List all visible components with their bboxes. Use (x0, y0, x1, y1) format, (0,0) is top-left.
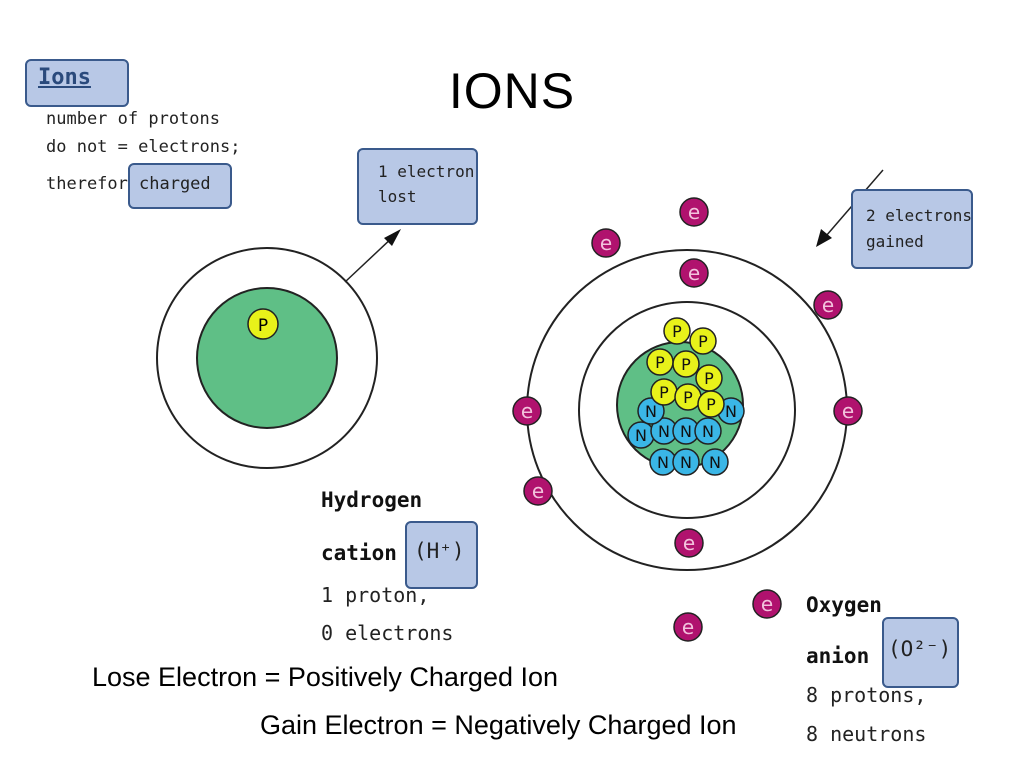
neutron (701, 448, 729, 476)
page-title: IONS (448, 63, 576, 119)
electron-label: e (682, 615, 694, 639)
neutron-label: N (680, 422, 692, 441)
electron (679, 197, 709, 227)
neutron-label: N (657, 453, 669, 472)
electron-lost-callout (357, 148, 478, 225)
proton-label: P (659, 383, 669, 402)
ions-definition-line2: do not = electrons; (46, 137, 241, 157)
proton-label: P (706, 395, 716, 414)
electron (523, 476, 553, 506)
hydrogen-protons: 1 proton, (321, 583, 430, 607)
electron-label: e (600, 231, 612, 255)
electron-label: e (521, 399, 533, 423)
electrons-gained-callout (851, 189, 973, 269)
caption-gain-electron: Gain Electron = Negatively Charged Ion (260, 710, 737, 740)
hydrogen-kind: cation (321, 541, 397, 565)
hydrogen-proton (247, 308, 279, 340)
oxygen-protons: 8 protons, (806, 683, 927, 707)
hydrogen-atom: P (156, 229, 401, 469)
caption-lose-electron: Lose Electron = Positively Charged Ion (92, 662, 559, 692)
electron (512, 396, 542, 426)
electron (674, 528, 704, 558)
electron-lost-arrowhead (384, 229, 401, 246)
hydrogen-proton-label: P (258, 316, 268, 336)
neutron-label: N (645, 402, 657, 421)
electron-label: e (688, 200, 700, 224)
electron-label: e (822, 293, 834, 317)
ions-heading-box (25, 59, 129, 107)
electrons-gained-line1: 2 electrons (866, 206, 972, 225)
electron-label: e (683, 531, 695, 555)
oxygen-symbol-box (882, 617, 959, 688)
oxygen-neutrons: 8 neutrons (806, 722, 927, 746)
proton (672, 350, 700, 378)
proton-label: P (681, 355, 691, 374)
neutron (672, 448, 700, 476)
electron (833, 396, 863, 426)
electron-label: e (688, 261, 700, 285)
neutron (637, 397, 665, 425)
electron (591, 228, 621, 258)
electron-label: e (532, 479, 544, 503)
oxygen-name: Oxygen (806, 593, 882, 617)
proton-label: P (672, 322, 682, 341)
electron (673, 612, 703, 642)
electron-lost-line2: lost (378, 187, 417, 206)
ions-definition-line1: number of protons (46, 109, 220, 129)
charged-highlight-box (128, 163, 232, 209)
neutron (694, 417, 722, 445)
neutron-label: N (702, 422, 714, 441)
ions-heading: Ions (38, 65, 91, 90)
hydrogen-symbol-box (405, 521, 478, 589)
ions-definition-line3-prefix: therefore (46, 174, 139, 194)
hydrogen-electron-shell (156, 247, 378, 469)
proton (697, 390, 725, 418)
ions-definition-charged: charged (139, 174, 211, 194)
electron-lost-line1: 1 electron (378, 162, 475, 181)
neutron-label: N (680, 453, 692, 472)
electrons-gained-line2: gained (866, 232, 924, 251)
neutron-label: N (658, 422, 670, 441)
electron (679, 258, 709, 288)
hydrogen-nucleus (196, 287, 338, 429)
electron-label: e (761, 592, 773, 616)
oxygen-inner-shell (578, 301, 796, 519)
hydrogen-symbol: (H⁺) (414, 539, 465, 563)
electron-label: e (842, 399, 854, 423)
oxygen-kind: anion (806, 644, 870, 668)
oxygen-symbol: (O²⁻) (888, 637, 952, 661)
proton-label: P (683, 388, 693, 407)
neutron-label: N (635, 426, 647, 445)
neutron-label: N (725, 402, 737, 421)
neutron-label: N (709, 453, 721, 472)
electron (752, 589, 782, 619)
electron (813, 290, 843, 320)
proton-label: P (704, 369, 714, 388)
proton-label: P (655, 353, 665, 372)
hydrogen-electrons: 0 electrons (321, 621, 454, 645)
electron-lost-arrow (344, 235, 395, 283)
proton (663, 317, 691, 345)
proton-label: P (698, 332, 708, 351)
proton (689, 327, 717, 355)
hydrogen-name: Hydrogen (321, 488, 423, 512)
electrons-gained-arrowhead (816, 229, 832, 247)
